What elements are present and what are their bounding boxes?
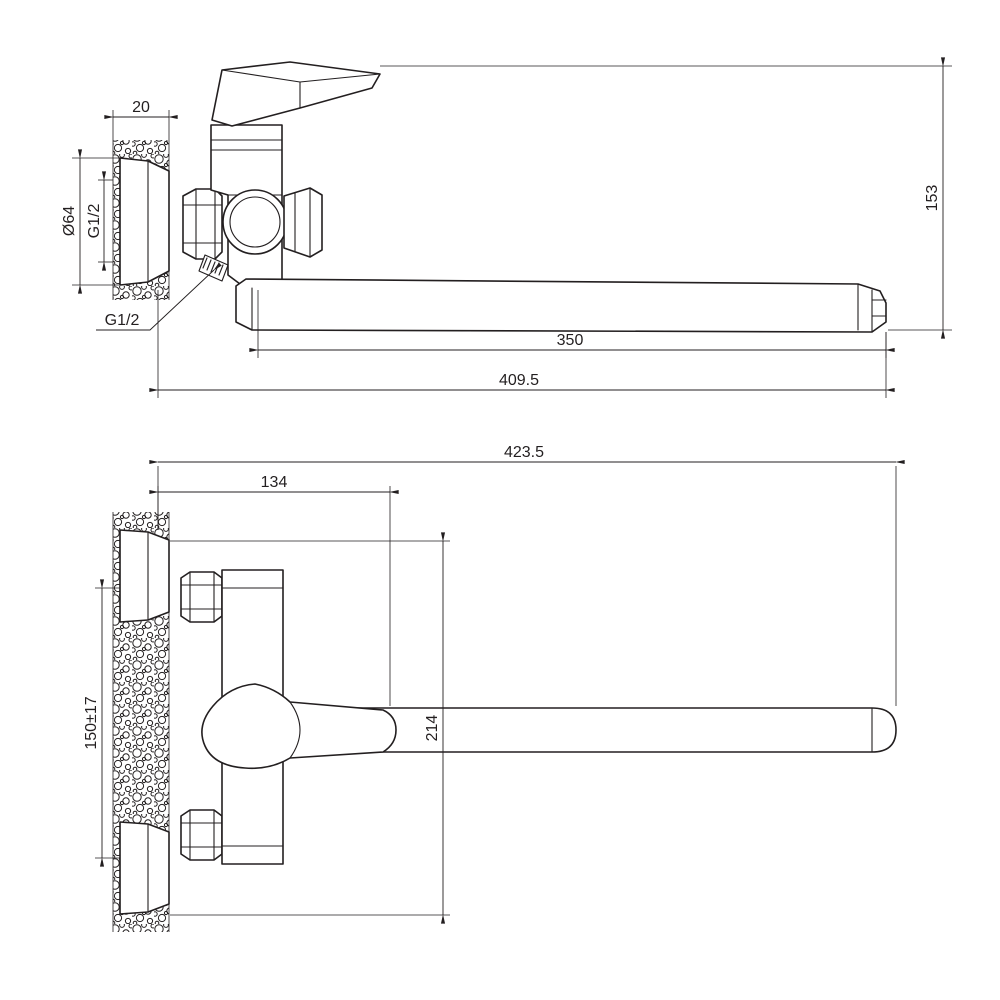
diverter-knob-side <box>222 187 323 258</box>
dimension-214: 214 <box>170 532 450 924</box>
dimension-214-label: 214 <box>424 715 441 742</box>
dimension-g12-leader: G1/2 <box>96 262 222 331</box>
threaded-shank-side <box>198 254 229 282</box>
dimension-64: Ø64 <box>61 149 120 294</box>
inlet-hex-nut-front-lower <box>180 809 223 861</box>
spout-side <box>235 278 887 333</box>
escutcheon-side <box>119 157 170 286</box>
dimension-409-5-label: 409.5 <box>499 372 539 389</box>
inlet-hex-nut-side <box>182 188 223 260</box>
dimension-150-17: 150±17 <box>83 579 120 867</box>
lever-handle-front <box>201 683 397 770</box>
lever-handle-side <box>211 61 381 127</box>
dimension-20-label: 20 <box>132 99 150 116</box>
dimension-150-17-label: 150±17 <box>83 696 100 749</box>
inlet-hex-nut-front-upper <box>180 571 223 623</box>
spout-front <box>282 707 897 753</box>
dimension-153: 153 <box>380 57 952 339</box>
dimension-134-label: 134 <box>261 474 288 491</box>
dimension-153-label: 153 <box>924 185 941 212</box>
dimension-134: 134 <box>149 474 399 706</box>
front-elevation-view: 423.5 134 214 150±17 <box>83 444 905 932</box>
escutcheon-front-lower <box>119 821 170 915</box>
dimension-64-label: Ø64 <box>61 206 78 236</box>
escutcheon-front-upper <box>119 529 170 623</box>
dimension-g12-top-label: G1/2 <box>86 204 103 239</box>
dimension-20: 20 <box>104 99 178 140</box>
dimension-409-5: 409.5 <box>149 290 895 398</box>
dimension-g12-top: G1/2 <box>86 171 113 271</box>
dimension-g12-leader-label: G1/2 <box>105 312 140 329</box>
dimension-350-label: 350 <box>557 332 584 349</box>
dimension-423-5-label: 423.5 <box>504 444 544 461</box>
dimension-423-5: 423.5 <box>149 444 905 706</box>
side-elevation-view: 20 Ø64 G1/2 G1/2 153 <box>61 57 952 398</box>
